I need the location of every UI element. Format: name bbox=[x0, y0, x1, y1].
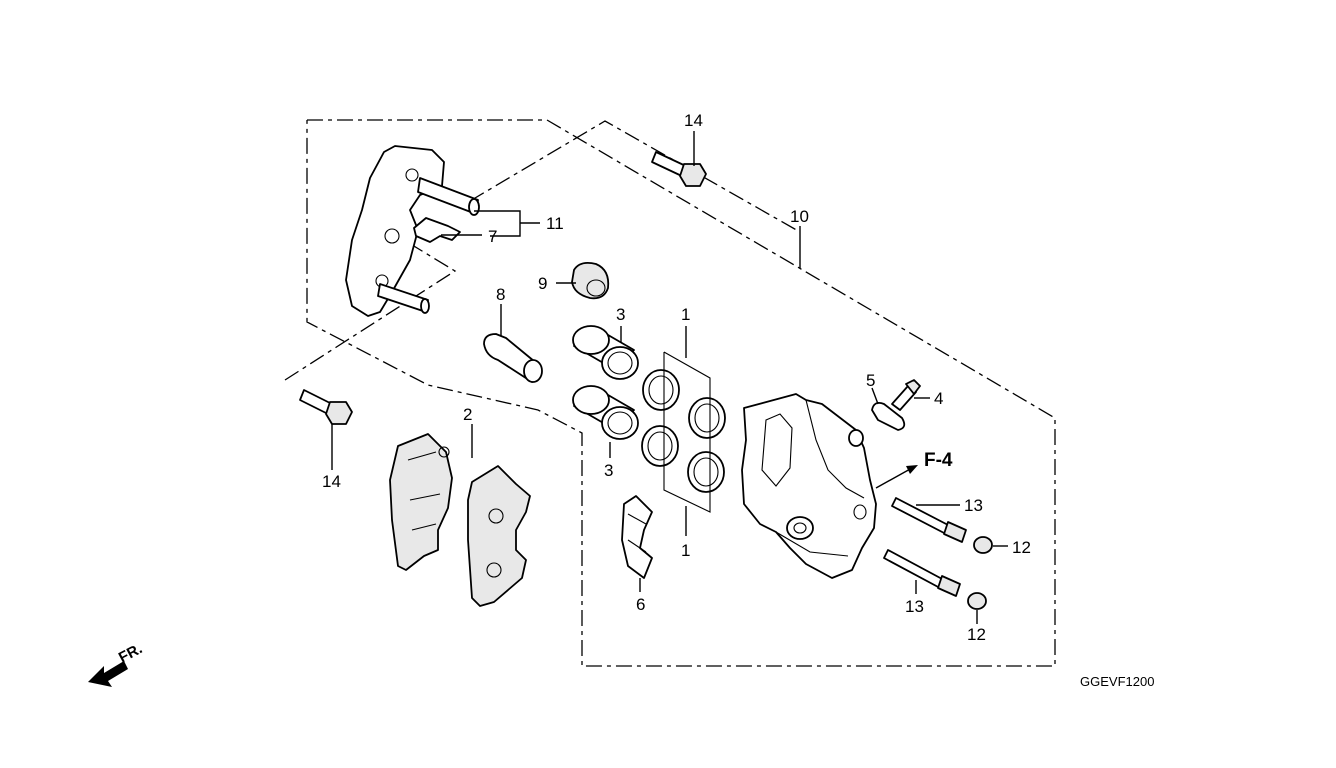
callout-9: 9 bbox=[538, 274, 547, 293]
pad-spring-small bbox=[413, 217, 461, 243]
callout-8: 8 bbox=[496, 285, 505, 304]
callout-11: 11 bbox=[546, 214, 564, 233]
pin-boot bbox=[571, 261, 610, 300]
piston-top bbox=[572, 325, 639, 380]
brake-pads bbox=[389, 433, 531, 607]
bolt-14-top bbox=[651, 151, 707, 187]
pad-pin-top bbox=[891, 497, 967, 543]
callout-14-top: 14 bbox=[684, 111, 703, 130]
callout-14-left: 14 bbox=[322, 472, 341, 491]
callout-12-bottom: 12 bbox=[967, 625, 986, 644]
piston-bottom bbox=[572, 385, 639, 440]
callout-3-bottom: 3 bbox=[604, 461, 613, 480]
callout-13-top: 13 bbox=[964, 496, 983, 515]
callout-12-top: 12 bbox=[1012, 538, 1031, 557]
callout-6: 6 bbox=[636, 595, 645, 614]
callout-5: 5 bbox=[866, 371, 875, 390]
diagram-code: GGEVF1200 bbox=[1080, 674, 1154, 689]
callout-1-top: 1 bbox=[681, 305, 690, 324]
callout-10: 10 bbox=[790, 207, 809, 226]
pin-bolt bbox=[483, 333, 543, 383]
front-label: FR. bbox=[116, 640, 145, 666]
callout-3-top: 3 bbox=[616, 305, 625, 324]
pad-pin-bottom bbox=[883, 549, 961, 597]
pin-plugs bbox=[967, 536, 993, 610]
bleeder-screw bbox=[891, 379, 921, 411]
assembly-outline-10 bbox=[284, 119, 1056, 667]
callout-4: 4 bbox=[934, 389, 943, 408]
front-direction-arrow: FR. bbox=[88, 640, 145, 687]
bleeder-cap bbox=[871, 401, 906, 431]
pad-spring bbox=[621, 495, 653, 579]
callout-2: 2 bbox=[463, 405, 472, 424]
bolt-14-left bbox=[299, 389, 353, 425]
piston-seals bbox=[641, 351, 726, 513]
caliper-body bbox=[741, 393, 877, 579]
callout-13-bottom: 13 bbox=[905, 597, 924, 616]
leader-lines bbox=[331, 131, 1008, 624]
callout-7: 7 bbox=[488, 227, 497, 246]
callout-1-bottom: 1 bbox=[681, 541, 690, 560]
reference-f4: F-4 bbox=[924, 450, 953, 471]
